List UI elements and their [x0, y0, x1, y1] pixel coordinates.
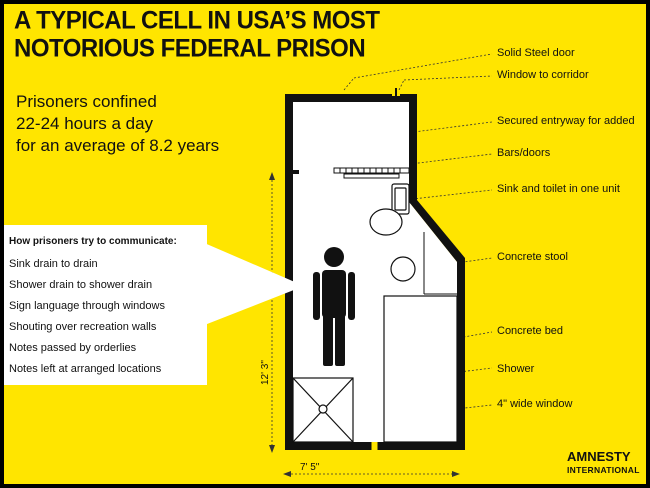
cell-floor-plan — [202, 53, 493, 477]
communication-item: Sign language through windows — [9, 300, 165, 312]
wall-right-upper — [409, 94, 417, 204]
bars-doors — [333, 167, 410, 179]
bar-stub — [293, 170, 299, 174]
infographic: A TYPICAL CELL IN USA’S MOST NOTORIOUS F… — [4, 4, 646, 484]
subtitle-line-1: Prisoners confined — [16, 92, 157, 111]
label-four-inch-window: 4" wide window — [497, 398, 573, 410]
communication-item: Notes passed by orderlies — [9, 342, 137, 354]
title-line-2: NOTORIOUS FEDERAL PRISON — [14, 34, 366, 63]
label-bars-doors: Bars/doors — [497, 147, 551, 159]
label-sink-toilet: Sink and toilet in one unit — [497, 183, 620, 195]
communication-heading: How prisoners try to communicate: — [9, 236, 177, 247]
dimension-lines — [271, 176, 456, 475]
four-inch-window — [371, 440, 378, 452]
label-secured-entryway: Secured entryway for added — [497, 115, 635, 127]
label-shower: Shower — [497, 363, 535, 375]
subtitle-line-2: 22-24 hours a day — [16, 114, 154, 133]
wall-bottom-left — [285, 442, 371, 450]
label-concrete-stool: Concrete stool — [497, 251, 568, 263]
dim-arrow-left — [283, 471, 291, 477]
leader-solid-steel-door — [343, 77, 355, 91]
dim-arrow-top — [269, 172, 275, 180]
communication-item: Shower drain to shower drain — [9, 279, 153, 291]
shower — [292, 377, 354, 443]
label-window-to-corridor: Window to corridor — [497, 69, 589, 81]
dim-arrow-right — [452, 471, 460, 477]
wall-top-right — [387, 94, 417, 102]
concrete-stool — [390, 256, 416, 282]
leader-sink-toilet — [403, 189, 493, 201]
wall-diagonal — [409, 200, 465, 262]
amnesty-logo-line-1: AMNESTY — [567, 449, 631, 464]
prisoner-figure — [313, 247, 355, 366]
leader-window-corridor — [398, 79, 405, 91]
dimension-height: 12' 3" — [260, 360, 271, 385]
wall-bottom-right — [378, 442, 465, 450]
dimension-width: 7' 5" — [300, 462, 320, 473]
communication-box: How prisoners try to communicate: Sink d… — [4, 225, 207, 385]
title-line-1: A TYPICAL CELL IN USA’S MOST — [14, 6, 380, 35]
label-concrete-bed: Concrete bed — [497, 325, 564, 337]
communication-item: Shouting over recreation walls — [9, 321, 157, 333]
speech-pointer — [202, 242, 304, 326]
wall-left — [285, 94, 293, 450]
sink-toilet-unit — [369, 183, 410, 236]
cell-walls — [285, 94, 465, 450]
subtitle-line-3: for an average of 8.2 years — [16, 136, 220, 155]
wall-top-left — [285, 94, 345, 102]
dim-arrow-bottom — [269, 445, 275, 453]
communication-item: Sink drain to drain — [9, 258, 98, 270]
wall-right-lower — [457, 258, 465, 450]
label-solid-steel-door: Solid Steel door — [497, 47, 575, 59]
leader-concrete-bed — [423, 331, 493, 345]
communication-item: Notes left at arranged locations — [9, 363, 162, 375]
amnesty-logo-line-2: INTERNATIONAL — [567, 465, 640, 475]
concrete-bed — [383, 295, 458, 443]
solid-steel-door — [345, 94, 387, 104]
